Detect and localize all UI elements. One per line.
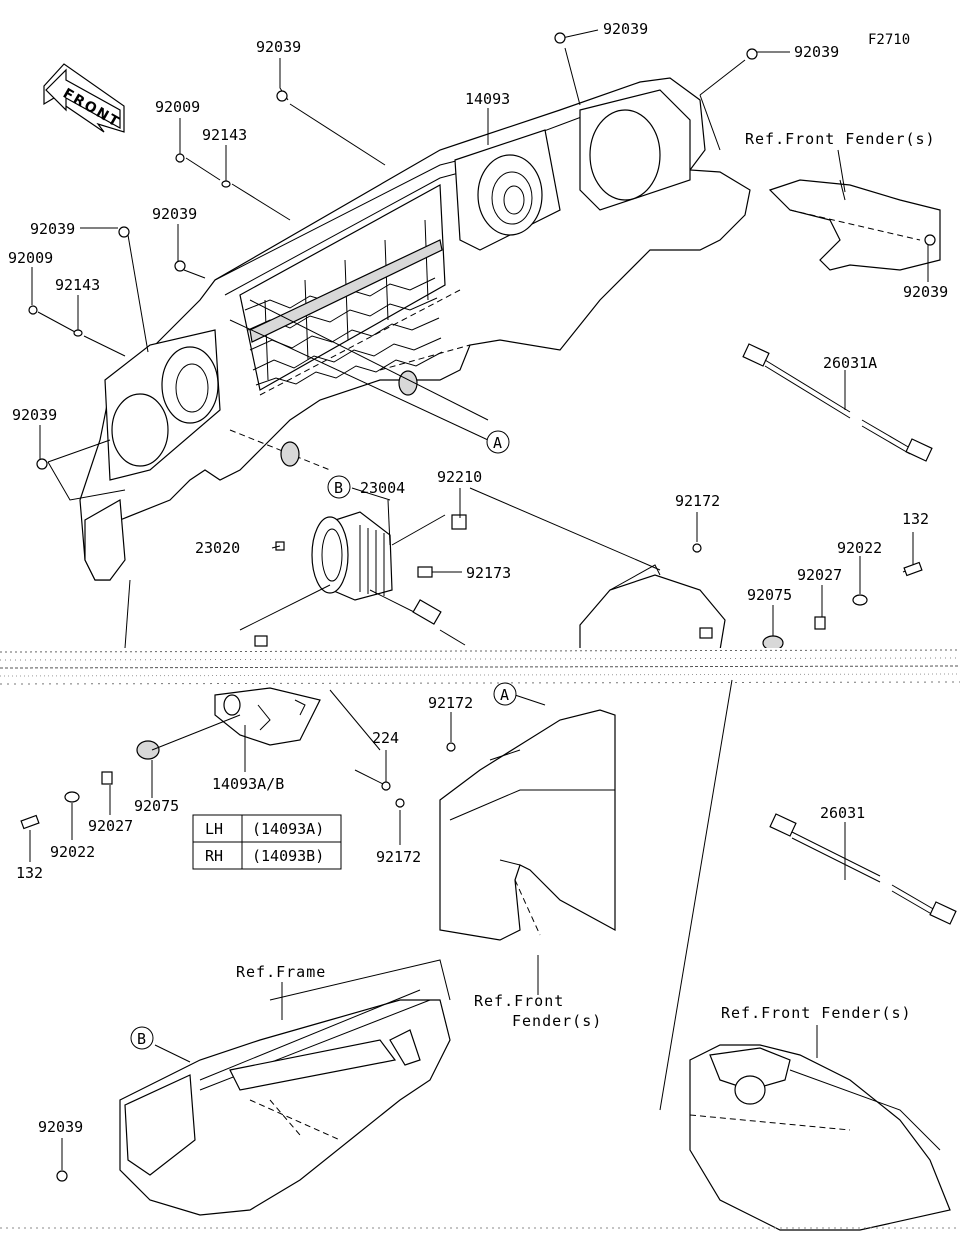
svg-text:B: B — [137, 1030, 146, 1048]
label-14093: 14093 — [465, 90, 510, 108]
front-fender-top-right — [768, 179, 941, 271]
label-92039-bottom: 92039 — [38, 1118, 83, 1136]
label-224: 224 — [372, 729, 399, 747]
label-92172-c: 92172 — [376, 848, 421, 866]
hardware-stack-left — [20, 740, 160, 830]
side-bracket-14093AB — [214, 687, 321, 746]
bolt-224 — [354, 769, 391, 791]
screw-92172-low — [395, 798, 405, 808]
label-92075-b: 92075 — [134, 797, 179, 815]
svg-text:B: B — [334, 479, 343, 497]
fasteners — [28, 32, 936, 470]
front-fender-bottom-right — [689, 1044, 951, 1231]
label-14093AB: 14093A/B — [212, 775, 284, 793]
side-table: LH (14093A) RH (14093B) — [192, 814, 342, 870]
label-132-b: 132 — [16, 864, 43, 882]
table-side-rh: RH — [205, 847, 223, 865]
label-92075-a: 92075 — [747, 586, 792, 604]
label-92027-b: 92027 — [88, 817, 133, 835]
label-23004: 23004 — [360, 479, 405, 497]
svg-text:A: A — [493, 434, 502, 452]
front-bumper-assembly — [79, 77, 751, 581]
label-92027-a: 92027 — [797, 566, 842, 584]
part-labels: 92039 92009 92143 92039 92039 92009 9214… — [8, 20, 948, 1136]
headlight-assembly — [311, 511, 466, 646]
label-ref-front-fender-mid-1: Ref.Front — [474, 992, 564, 1010]
connector-92173 — [417, 566, 433, 578]
callout-b: B — [327, 475, 351, 499]
figure-code: F2710 — [868, 32, 910, 48]
label-92172-b: 92172 — [428, 694, 473, 712]
scan-noise-band — [0, 648, 960, 688]
callout-a-detail: A — [493, 682, 517, 706]
callout-a: A — [486, 430, 510, 454]
label-92039-a: 92039 — [256, 38, 301, 56]
label-92143-a: 92143 — [202, 126, 247, 144]
detail-a-fender — [439, 709, 616, 941]
table-side-lh: LH — [205, 820, 223, 838]
table-part-lh: (14093A) — [252, 820, 324, 838]
label-ref-front-fender-bottom: Ref.Front Fender(s) — [721, 1004, 912, 1022]
label-92039-e: 92039 — [603, 20, 648, 38]
label-92039-g: 92039 — [903, 283, 948, 301]
front-arrow: FRONT — [43, 63, 125, 133]
label-92173: 92173 — [466, 564, 511, 582]
detail-b-frame — [119, 959, 451, 1216]
label-92039-f: 92039 — [794, 43, 839, 61]
label-26031A: 26031A — [823, 354, 877, 372]
callout-b-detail: B — [130, 1026, 154, 1050]
hardware-stack-right — [762, 561, 923, 651]
label-132-a: 132 — [902, 510, 929, 528]
label-92022-b: 92022 — [50, 843, 95, 861]
label-92039-b: 92039 — [30, 220, 75, 238]
label-ref-front-fender-top: Ref.Front Fender(s) — [745, 130, 936, 148]
label-92022-a: 92022 — [837, 539, 882, 557]
table-part-rh: (14093B) — [252, 847, 324, 865]
clip-92039-bottom — [56, 1170, 68, 1182]
label-92210: 92210 — [437, 468, 482, 486]
label-92172-a: 92172 — [675, 492, 720, 510]
label-92009-a: 92009 — [155, 98, 200, 116]
harness-26031A — [742, 343, 933, 462]
harness-26031 — [769, 813, 957, 925]
headlight-bracket-right — [579, 543, 726, 651]
label-92143-b: 92143 — [55, 276, 100, 294]
label-ref-front-fender-mid-2: Fender(s) — [512, 1012, 602, 1030]
label-26031: 26031 — [820, 804, 865, 822]
label-92039-c: 92039 — [152, 205, 197, 223]
label-ref-frame: Ref.Frame — [236, 963, 326, 981]
label-92039-d: 92039 — [12, 406, 57, 424]
svg-text:A: A — [500, 686, 509, 704]
bracket-lower-left — [254, 635, 268, 647]
leader-lines — [29, 29, 929, 1170]
label-92009-b: 92009 — [8, 249, 53, 267]
label-23020: 23020 — [195, 539, 240, 557]
clip-92210 — [451, 514, 467, 530]
screw-92172-mid — [446, 742, 456, 752]
